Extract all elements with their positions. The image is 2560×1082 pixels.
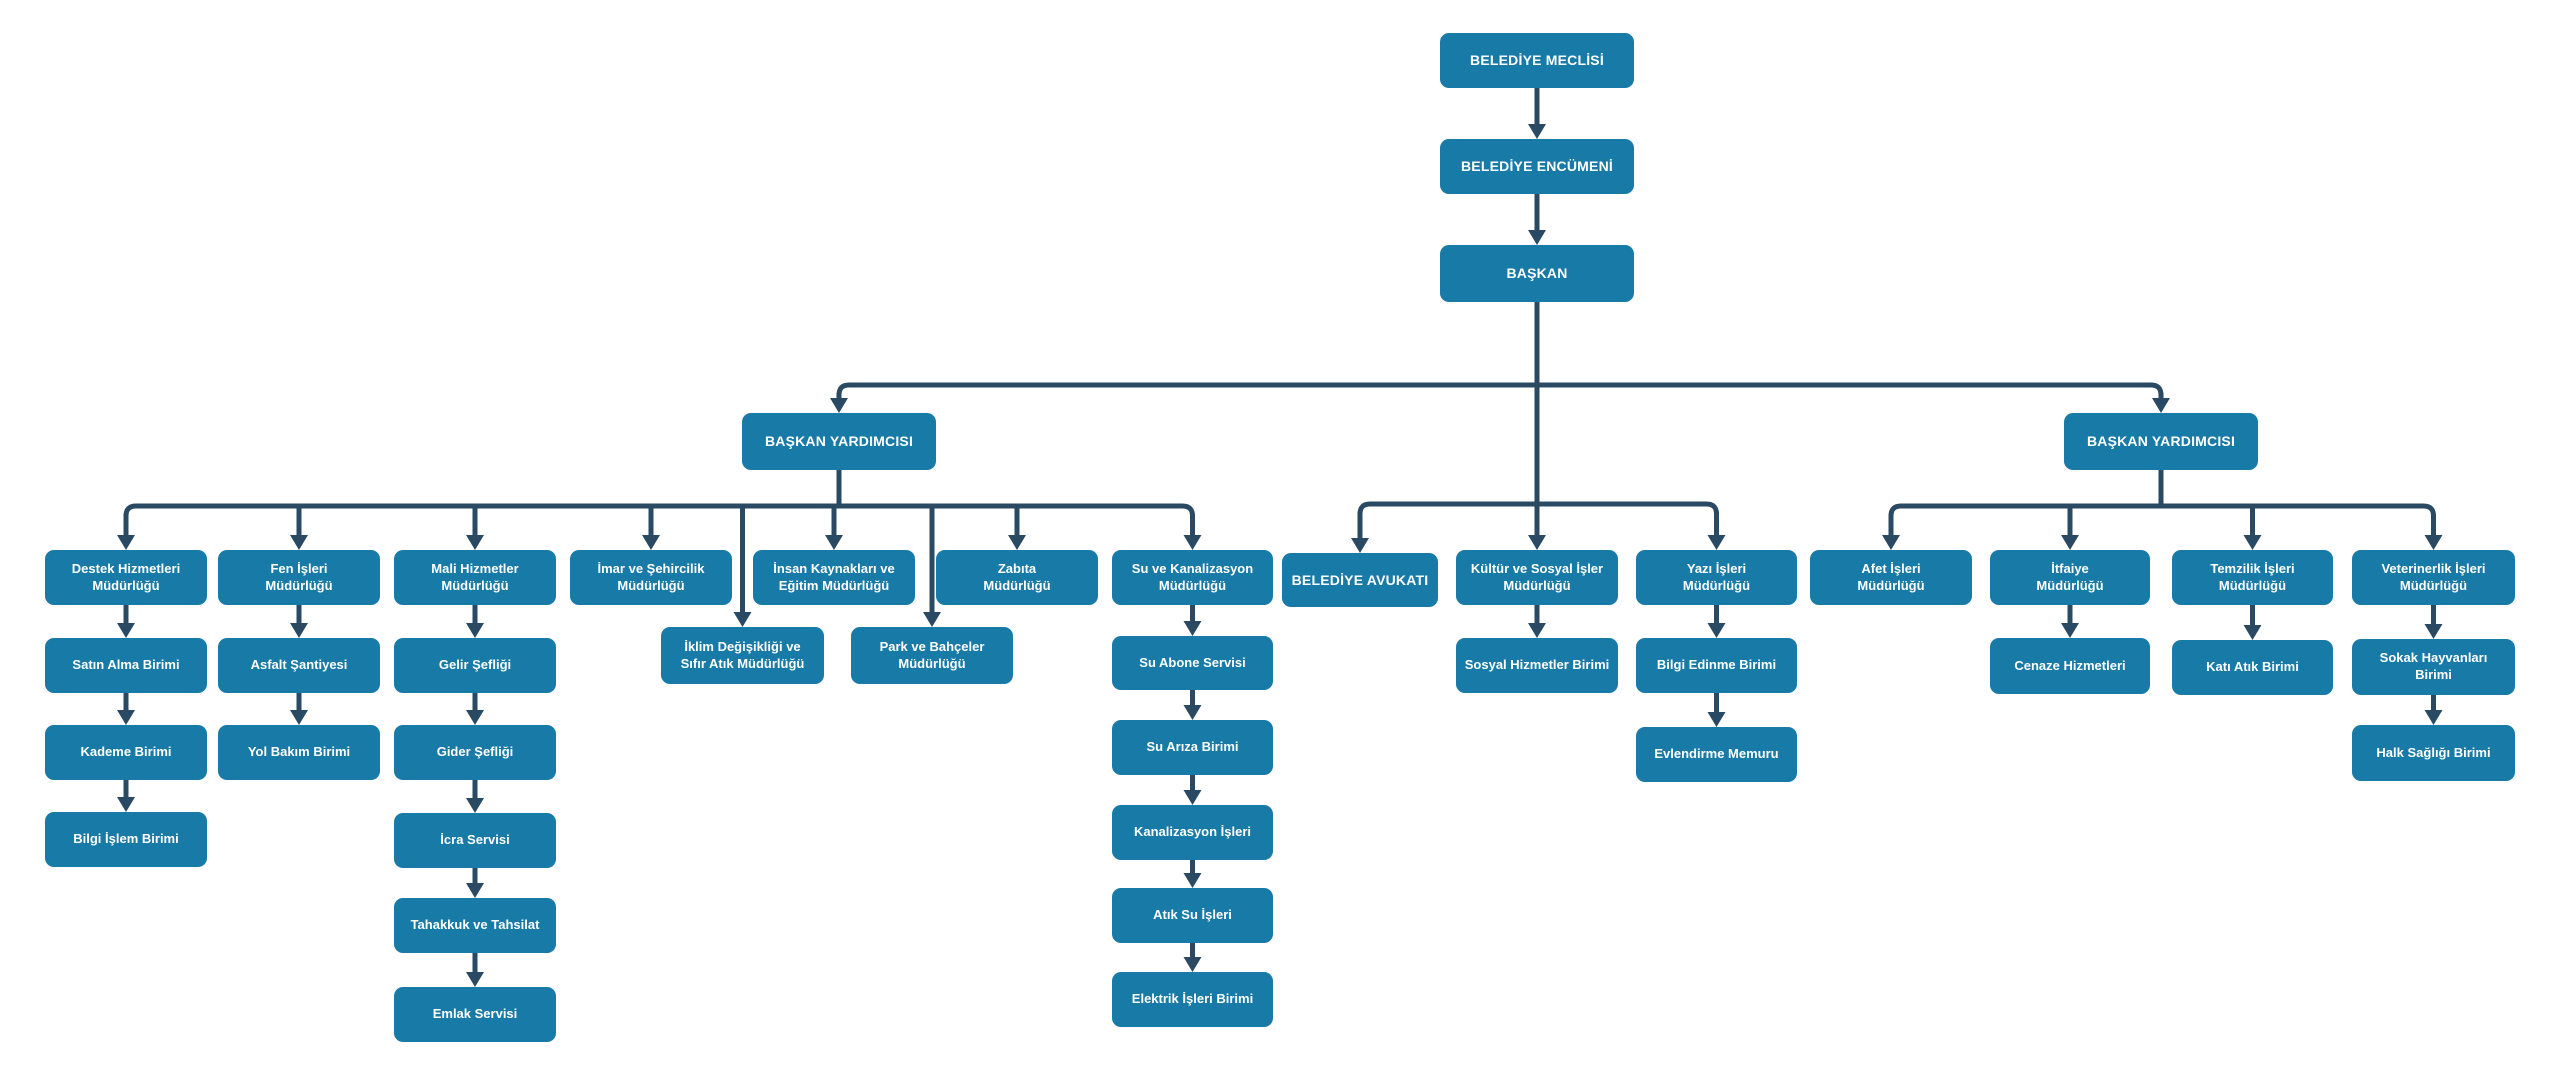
connector-by_right-itfaiye-arrowhead [2061,535,2079,550]
connector-kultur-sosyal-arrowhead [1528,623,1546,638]
connector-baskan-yazi-arrowhead [1707,535,1726,550]
connector-by_right-afet-arrowhead [1882,535,1900,550]
org-node-by_right[interactable]: BAŞKAN YARDIMCISI [2064,413,2258,470]
org-node-encumen[interactable]: BELEDİYE ENCÜMENİ [1440,139,1634,194]
org-node-avukat[interactable]: BELEDİYE AVUKATI [1282,553,1438,607]
connector-by_left-iklim-arrowhead [733,612,752,627]
connector-by_right-veteriner-arrowhead [2424,535,2443,550]
org-node-yolbakim[interactable]: Yol Bakım Birimi [218,725,380,780]
org-node-su[interactable]: Su ve Kanalizasyon Müdürlüğü [1112,550,1273,605]
connector-gelir-gider-arrowhead [466,710,484,725]
connector-encumen-baskan-arrowhead [1528,230,1546,245]
connector-by_right-bus [1888,503,2436,517]
connector-suariza-kanalizasyon-arrowhead [1183,790,1202,805]
org-node-mali[interactable]: Mali Hizmetler Müdürlüğü [394,550,556,605]
connector-sokak-halksagligi-arrowhead [2424,710,2443,725]
org-node-veteriner[interactable]: Veterinerlik İşleri Müdürlüğü [2352,550,2515,605]
connector-kademe-bilgiislem-arrowhead [117,797,135,812]
org-node-gelir[interactable]: Gelir Şefliği [394,638,556,693]
org-node-katiatik[interactable]: Katı Atık Birimi [2172,640,2333,695]
connector-by_left-insan-arrowhead [825,535,843,550]
connector-atiksu-elektrik-arrowhead [1183,957,1202,972]
org-node-elektrik[interactable]: Elektrik İşleri Birimi [1112,972,1273,1027]
connector-icra-tahakkuk-arrowhead [466,883,484,898]
org-node-icra[interactable]: İcra Servisi [394,813,556,868]
connector-by_left-park-arrowhead [923,612,941,627]
org-node-gider[interactable]: Gider Şefliği [394,725,556,780]
org-node-bilgiislem[interactable]: Bilgi İşlem Birimi [45,812,207,867]
connector-by_left-destek-arrowhead [117,535,135,550]
connector-tahakkuk-emlak-arrowhead [466,972,484,987]
org-node-imar[interactable]: İmar ve Şehircilik Müdürlüğü [570,550,732,605]
org-node-itfaiye[interactable]: İtfaiye Müdürlüğü [1990,550,2150,605]
connector-satin-kademe-arrowhead [117,710,135,725]
org-node-sokak[interactable]: Sokak Hayvanları Birimi [2352,639,2515,695]
org-node-afet[interactable]: Afet İşleri Müdürlüğü [1810,550,1972,605]
connector-baskan-bus [836,382,2164,396]
org-node-satin[interactable]: Satın Alma Birimi [45,638,207,693]
connector-temzilik-katiatik-arrowhead [2243,625,2262,640]
org-node-temzilik[interactable]: Temzilik İşleri Müdürlüğü [2172,550,2333,605]
org-node-kultur[interactable]: Kültür ve Sosyal İşler Müdürlüğü [1456,550,1618,605]
org-node-iklim[interactable]: İklim Değişikliği ve Sıfır Atık Müdürlüğ… [661,627,824,684]
connector-by_left-zabita-arrowhead [1008,535,1026,550]
connector-kanalizasyon-atiksu-arrowhead [1183,873,1202,888]
org-node-suabone[interactable]: Su Abone Servisi [1112,636,1273,690]
org-node-sosyal[interactable]: Sosyal Hizmetler Birimi [1456,638,1618,693]
org-node-emlak[interactable]: Emlak Servisi [394,987,556,1042]
org-node-tahakkuk[interactable]: Tahakkuk ve Tahsilat [394,898,556,953]
connector-bilgiedinme-evlendirme-arrowhead [1707,712,1726,727]
org-node-baskan[interactable]: BAŞKAN [1440,245,1634,302]
connector-itfaiye-cenaze-arrowhead [2061,623,2079,638]
connector-baskan-by_left-arrowhead [830,398,848,413]
org-node-zabita[interactable]: Zabıta Müdürlüğü [936,550,1098,605]
connector-fen-asfalt-arrowhead [290,623,308,638]
org-node-meclis[interactable]: BELEDİYE MECLİSİ [1440,33,1634,88]
org-node-cenaze[interactable]: Cenaze Hizmetleri [1990,638,2150,694]
org-node-kanalizasyon[interactable]: Kanalizasyon İşleri [1112,805,1273,860]
connector-yazi-bilgiedinme-arrowhead [1707,623,1726,638]
org-node-asfalt[interactable]: Asfalt Şantiyesi [218,638,380,693]
org-node-yazi[interactable]: Yazı İşleri Müdürlüğü [1636,550,1797,605]
connector-veteriner-sokak-arrowhead [2424,624,2443,639]
connector-suabone-suariza-arrowhead [1183,705,1202,720]
connector-baskan-by_right-arrowhead [2152,398,2170,413]
connector-baskan-avukat-arrowhead [1351,538,1369,553]
org-node-halksagligi[interactable]: Halk Sağlığı Birimi [2352,725,2515,781]
connector-destek-satin-arrowhead [117,623,135,638]
connector-mali-gelir-arrowhead [466,623,484,638]
org-node-insan[interactable]: İnsan Kaynakları ve Eğitim Müdürlüğü [753,550,915,605]
connector-by_left-su-arrowhead [1183,535,1202,550]
org-node-park[interactable]: Park ve Bahçeler Müdürlüğü [851,627,1013,684]
connector-by_left-bus [123,503,1195,517]
org-node-destek[interactable]: Destek Hizmetleri Müdürlüğü [45,550,207,605]
connector-su-suabone-arrowhead [1183,621,1202,636]
connector-baskan-kultur-arrowhead [1528,535,1546,550]
connector-by_left-imar-arrowhead [642,535,660,550]
connector-by_left-fen-arrowhead [290,535,308,550]
connector-by_left-mali-arrowhead [466,535,484,550]
org-node-fen[interactable]: Fen İşleri Müdürlüğü [218,550,380,605]
connector-asfalt-yolbakim-arrowhead [290,710,308,725]
org-node-suariza[interactable]: Su Arıza Birimi [1112,720,1273,775]
connector-meclis-encumen-arrowhead [1528,124,1546,139]
org-node-kademe[interactable]: Kademe Birimi [45,725,207,780]
connector-gider-icra-arrowhead [466,798,484,813]
org-node-atiksu[interactable]: Atık Su İşleri [1112,888,1273,943]
org-node-evlendirme[interactable]: Evlendirme Memuru [1636,727,1797,782]
org-node-bilgiedinme[interactable]: Bilgi Edinme Birimi [1636,638,1797,693]
connector-by_right-temzilik-arrowhead [2243,535,2262,550]
org-node-by_left[interactable]: BAŞKAN YARDIMCISI [742,413,936,470]
